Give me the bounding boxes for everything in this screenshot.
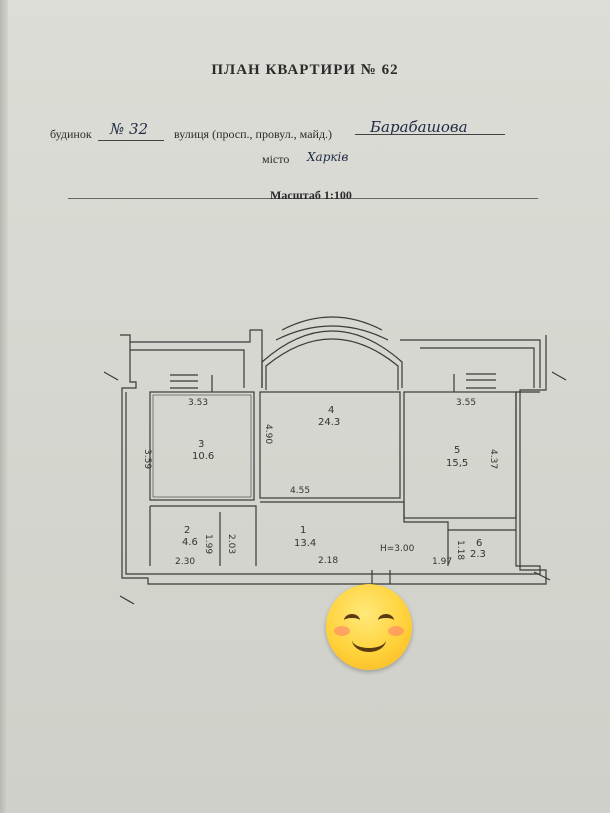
building-label: будинок (50, 127, 92, 141)
street-label: вулиця (просп., провул., майд.) (174, 127, 333, 141)
dim-room5-length: 4.37 (488, 449, 498, 469)
room5-area: 15,5 (446, 458, 468, 469)
room4-area: 24.3 (318, 417, 340, 428)
dim-room6-width: 1.97 (432, 557, 452, 567)
dim-room3-length: 3.59 (142, 449, 152, 469)
room6-area: 2.3 (470, 549, 486, 560)
city-name: Харків (307, 150, 349, 164)
room6-number: 6 (476, 538, 482, 549)
street-underline (355, 134, 505, 135)
smiley-left-eye (344, 614, 360, 627)
street-name: Барабашова (370, 118, 468, 136)
building-number: № 32 (110, 120, 149, 138)
dim-room3-width: 3.53 (188, 398, 208, 408)
room2-area: 4.6 (182, 537, 198, 548)
dim-room4-length: 4.90 (263, 424, 273, 444)
room5-number: 5 (454, 445, 460, 456)
dim-room6-length: 1.18 (455, 540, 465, 560)
smiley-mouth (352, 628, 386, 652)
document-title: ПЛАН КВАРТИРИ № 62 (211, 62, 399, 78)
dim-room5-width: 3.55 (456, 398, 476, 408)
ceiling-height: H=3.00 (380, 544, 415, 554)
room3-area: 10.6 (192, 451, 214, 462)
dim-corridor: 2.03 (226, 534, 236, 554)
room1-area: 13.4 (294, 538, 316, 549)
room1-number: 1 (300, 525, 306, 536)
dim-room1-width: 2.18 (318, 556, 338, 566)
scale-rule (68, 198, 538, 199)
page-edge (0, 0, 8, 813)
document-page (6, 0, 610, 813)
smiley-face-icon (326, 584, 412, 670)
dim-room2-width: 2.30 (175, 557, 195, 567)
scale-label: Масштаб 1:100 (270, 188, 352, 202)
smiley-left-blush (334, 626, 350, 636)
dim-room4-width: 4.55 (290, 486, 310, 496)
city-label: місто (262, 152, 290, 166)
room3-number: 3 (198, 439, 204, 450)
room4-number: 4 (328, 405, 334, 416)
smiley-right-eye (378, 614, 394, 627)
room2-number: 2 (184, 525, 190, 536)
smiley-right-blush (388, 626, 404, 636)
dim-room2-length: 1.99 (203, 534, 213, 554)
building-underline (98, 140, 164, 141)
